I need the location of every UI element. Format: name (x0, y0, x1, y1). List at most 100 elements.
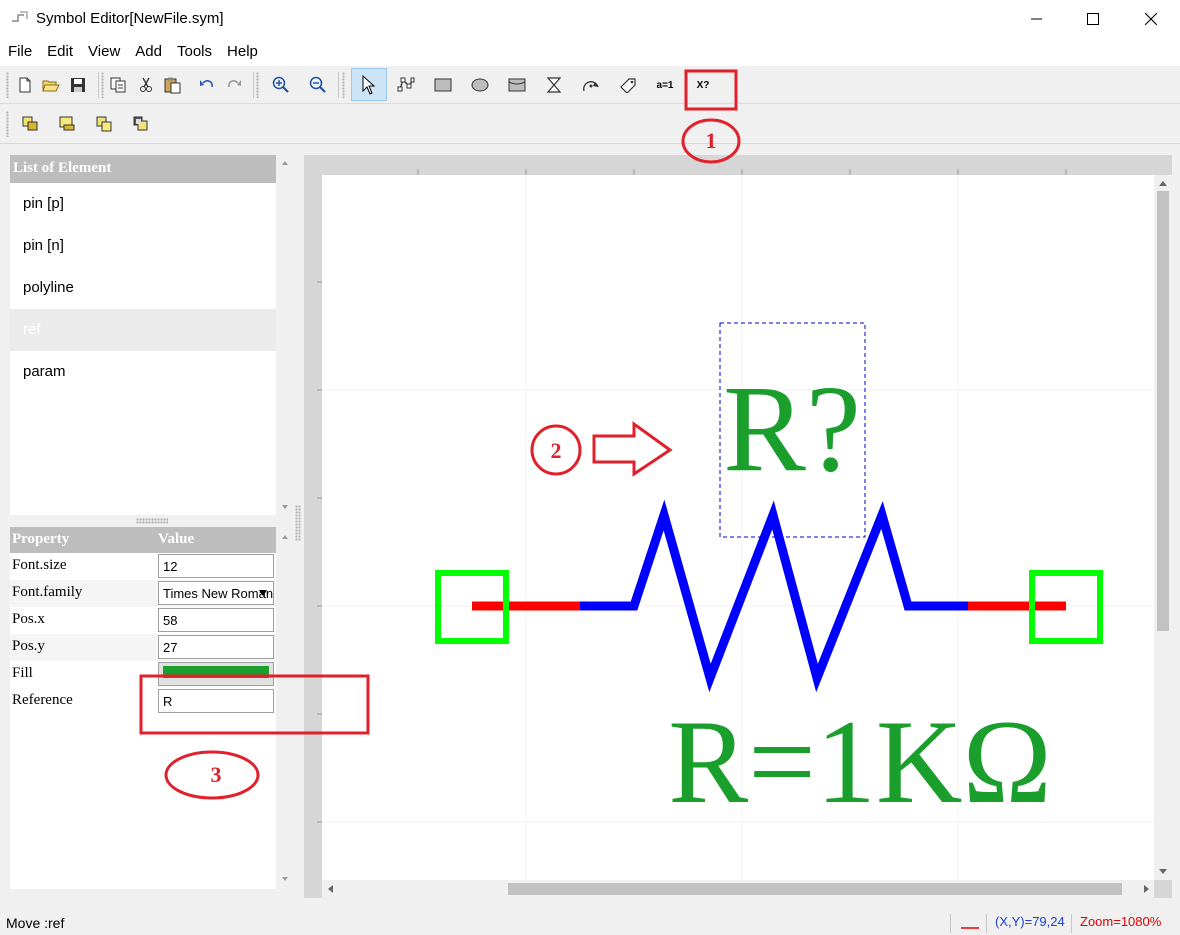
arc-rectangle-tool-button[interactable] (502, 70, 532, 100)
maximize-button[interactable] (1064, 0, 1122, 38)
save-button[interactable] (63, 70, 93, 100)
prop-name: Fill (12, 665, 33, 681)
select-pointer-icon (362, 74, 376, 95)
font-family-select[interactable]: Times New Roman (158, 581, 274, 605)
tag-tool-button[interactable] (613, 70, 643, 100)
list-item-pin-p[interactable]: pin [p] (23, 195, 64, 212)
new-file-icon (19, 77, 31, 93)
pos-x-input[interactable]: 58 (158, 608, 274, 632)
scroll-arrows-icon (282, 535, 288, 881)
list-item-param[interactable]: param (23, 363, 66, 380)
ref-text[interactable]: R? (723, 360, 861, 497)
minimize-button[interactable] (1008, 0, 1066, 38)
open-button[interactable] (36, 70, 66, 100)
open-folder-icon (42, 80, 60, 92)
app-logo-icon (12, 11, 28, 22)
maximize-icon (1087, 13, 1099, 25)
line-color-icon (961, 927, 979, 929)
chevron-down-icon (259, 590, 267, 596)
list-item-polyline[interactable]: polyline (23, 279, 74, 296)
bring-forward-button[interactable] (89, 109, 119, 139)
new-file-button[interactable] (10, 70, 40, 100)
menu-tools[interactable]: Tools (176, 43, 213, 60)
zoom-in-icon (272, 76, 289, 93)
property-panel: Property Value Font.size 12 Font.family … (10, 527, 276, 889)
symbol-drawing: R? R=1KΩ (322, 175, 1154, 880)
window-title: Symbol Editor[NewFile.sym] (36, 10, 224, 27)
pin-n-box[interactable] (1029, 570, 1103, 644)
send-to-back-icon (59, 116, 75, 131)
zoom-readout: Zoom=1080% (1071, 914, 1161, 933)
side-splitter[interactable] (295, 505, 301, 541)
polyline-tool-button[interactable] (391, 70, 421, 100)
resistor-polyline[interactable] (580, 499, 968, 693)
element-list-scrollbar[interactable] (278, 155, 292, 515)
property-column-header: Property (12, 531, 70, 547)
arc-tool-button[interactable] (576, 70, 606, 100)
prop-row-font-family: Font.family Times New Roman (10, 580, 276, 607)
close-button[interactable] (1122, 0, 1180, 38)
pos-y-input[interactable]: 27 (158, 635, 274, 659)
toolbar-separator (98, 72, 99, 98)
panel-splitter[interactable] (136, 518, 168, 524)
prop-row-pos-x: Pos.x 58 (10, 607, 276, 634)
ellipse-tool-button[interactable] (465, 70, 495, 100)
param-tool-button[interactable]: a=1 (650, 70, 680, 100)
cut-button[interactable] (131, 70, 161, 100)
menu-edit[interactable]: Edit (47, 43, 74, 60)
scroll-arrows-icon (328, 883, 1149, 895)
zoom-in-button[interactable] (266, 70, 296, 100)
selection-box (719, 322, 866, 538)
menu-file[interactable]: File (8, 43, 33, 60)
property-scrollbar[interactable] (278, 527, 292, 889)
list-item-pin-n[interactable]: pin [n] (23, 237, 64, 254)
send-to-back-button[interactable] (52, 109, 82, 139)
hourglass-tool-button[interactable] (539, 70, 569, 100)
canvas-horizontal-scrollbar[interactable] (322, 880, 1154, 898)
param-tool-label: a=1 (656, 79, 674, 91)
toolbar-grip[interactable] (101, 72, 104, 98)
arc-rectangle-tool-icon (508, 78, 526, 92)
grid (322, 175, 1154, 880)
send-backward-icon (133, 116, 148, 131)
menu-add[interactable]: Add (135, 43, 162, 60)
prop-name: Pos.y (12, 638, 45, 654)
copy-button[interactable] (104, 70, 134, 100)
property-header: Property Value (10, 527, 276, 553)
toolbar-separator (338, 72, 339, 98)
toolbar-grip[interactable] (256, 72, 259, 98)
main-toolbar: a=1 X? (0, 66, 1180, 104)
toolbar-grip[interactable] (6, 72, 9, 98)
undo-button[interactable] (192, 70, 222, 100)
rectangle-tool-button[interactable] (428, 70, 458, 100)
toolbar-grip[interactable] (342, 72, 345, 98)
list-item-ref[interactable]: ref (10, 309, 276, 351)
title-bar: Symbol Editor[NewFile.sym] (0, 0, 1180, 38)
param-text[interactable]: R=1KΩ (668, 695, 1052, 828)
prop-row-reference: Reference R (10, 688, 276, 715)
fill-color-button[interactable] (158, 662, 274, 686)
bring-to-front-button[interactable] (15, 109, 45, 139)
reference-input[interactable]: R (158, 689, 274, 713)
ref-tool-button[interactable]: X? (688, 70, 718, 100)
prop-row-fill: Fill (10, 661, 276, 688)
fill-color-swatch (163, 666, 269, 678)
hourglass-tool-icon (546, 77, 562, 93)
select-tool-button[interactable] (351, 68, 387, 101)
menu-help[interactable]: Help (227, 43, 258, 60)
bring-to-front-icon (22, 116, 38, 131)
font-size-input[interactable]: 12 (158, 554, 274, 578)
send-backward-button[interactable] (126, 109, 156, 139)
redo-button[interactable] (219, 70, 249, 100)
zoom-out-button[interactable] (303, 70, 333, 100)
paste-icon (164, 77, 181, 93)
minimize-icon (1031, 18, 1042, 20)
pin-p-box[interactable] (435, 570, 509, 644)
paste-button[interactable] (158, 70, 188, 100)
canvas-vertical-scrollbar[interactable] (1154, 175, 1172, 880)
menu-view[interactable]: View (88, 43, 121, 60)
ref-tool-label: X? (696, 79, 710, 91)
drawing-canvas[interactable]: R? R=1KΩ (322, 175, 1154, 880)
toolbar-grip[interactable] (6, 111, 9, 137)
